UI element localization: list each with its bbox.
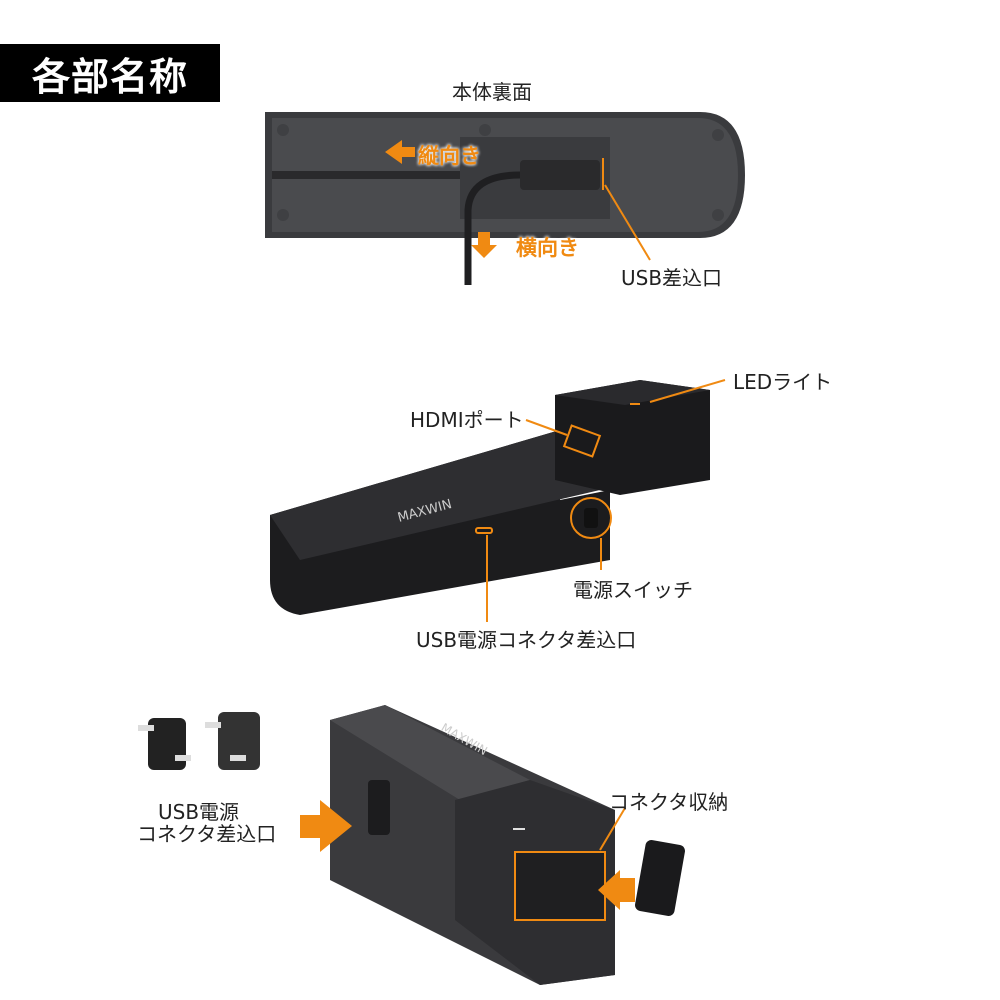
usb-power-label-line1: USB電源 xyxy=(158,800,240,824)
usb-power-connector-label: USB電源コネクタ差込口 xyxy=(416,628,637,652)
usb-port-label: USB差込口 xyxy=(621,266,723,290)
device-back-image xyxy=(265,112,745,285)
back-view-caption: 本体裏面 xyxy=(452,80,532,104)
portrait-label: 縦向き xyxy=(418,144,481,168)
page-title: 各部名称 xyxy=(0,44,220,102)
landscape-label: 横向き xyxy=(516,236,579,260)
device-side-image: MAXWIN xyxy=(138,705,685,985)
led-light-label: LEDライト xyxy=(733,370,833,394)
hdmi-port-label: HDMIポート xyxy=(410,408,524,432)
power-switch-label: 電源スイッチ xyxy=(573,578,693,602)
device-front-image: MAXWIN xyxy=(270,379,726,622)
connector-storage-label: コネクタ収納 xyxy=(609,790,729,814)
usb-power-label-line2: コネクタ差込口 xyxy=(137,822,277,846)
